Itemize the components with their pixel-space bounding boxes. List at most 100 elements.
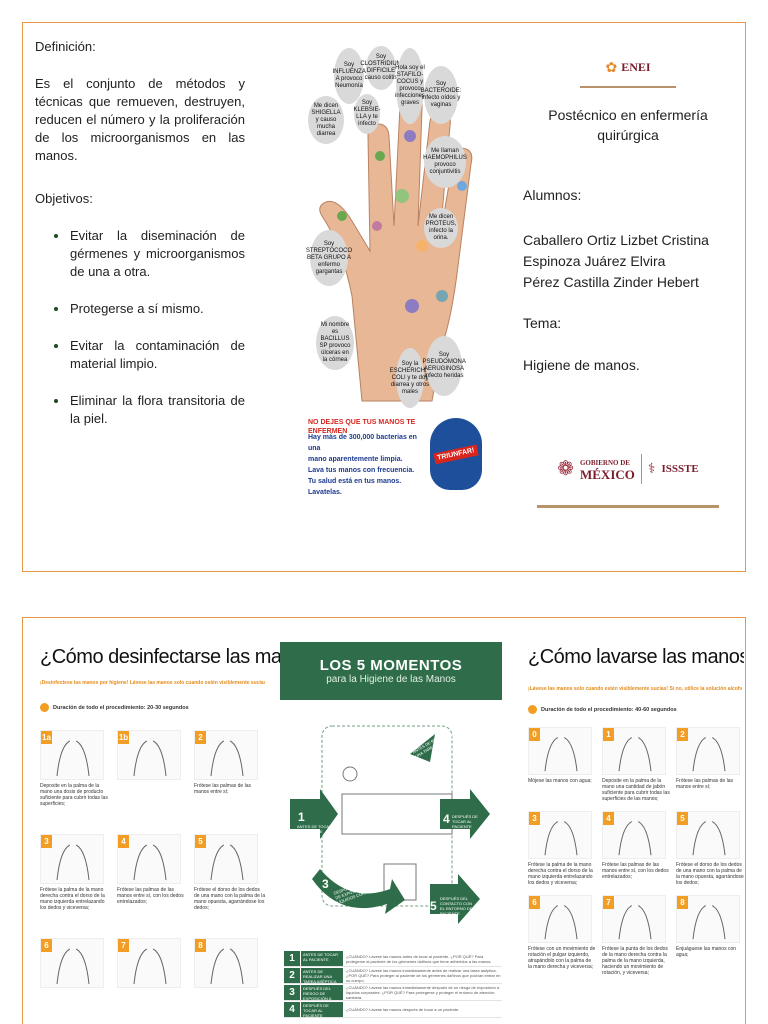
step-illustration: 0 [528,727,592,775]
hands-icon [618,905,652,940]
moment-label: ANTES DE REALIZAR UNA TAREA ASÉPTICA [301,968,343,984]
disinfect-duration-text: Duración de todo el procedimiento: 20-30… [53,704,189,711]
hands-icon [133,844,167,881]
disinfect-title-highlight: desinfectarse [108,646,221,668]
brochure-front-panel [22,22,746,572]
moment-arrow-num: 3 [322,877,329,891]
bacteria-bubble: Soy CLOSTRIDIUM DIFFICILE causo colitis [360,46,402,90]
moments-diagram [290,725,490,924]
objectives-heading: Objetivos: [35,191,93,206]
step-number: 5 [677,812,688,825]
wash-subtitle: ¡Lávese las manos solo cuando estén visi… [528,686,742,692]
hands-icon [544,905,578,940]
moments-header: LOS 5 MOMENTOS para la Higiene de las Ma… [280,642,502,700]
step-number: 4 [118,835,129,848]
step-number: 5 [195,835,206,848]
step-illustration: 2 [676,727,740,775]
badge-label: TRIUNFAR! [433,444,479,464]
bacteria-bubble: Soy BACTEROIDE: infecto oídos y vaginas [421,66,461,124]
step-number: 4 [603,812,614,825]
step-illustration: 4 [602,811,666,859]
moment-arrow-text: ANTES DE TOCAR AL PACIENTE [297,824,332,834]
moment-arrow-num: 2 [404,760,411,774]
step-caption: Frótese el dorso de los dedos de una man… [676,862,744,886]
moment-label: DESPUÉS DEL RIESGO DE EXPOSICIÓN A LÍQUI… [301,985,343,1011]
bacteria-bubble: Soy STREPTOCOCO BETA GRUPO A enfermo gar… [306,230,352,286]
wash-duration-text: Duración de todo el procedimiento: 40-60… [541,706,677,713]
issste-emblem-icon: ⚕ [647,460,656,476]
step-illustration: 6 [40,938,104,988]
hands-icon [133,948,167,985]
moment-arrow-text: DESPUÉS DE TOCAR AL PACIENTE [452,814,478,829]
moment-description: ¿CUÁNDO? Lávese las manos inmediatamente… [346,985,500,1000]
hands-icon [618,821,652,856]
moment-number: 2 [284,968,300,983]
wash-title-post: las manos? [662,646,744,668]
shield-badge: TRIUNFAR! [430,418,482,490]
step-caption: Frótese la punta de los dedos de la mano… [602,946,668,976]
hands-icon [692,821,726,856]
moment-arrow-num: 5 [430,899,437,913]
bacteria-bubble: Soy KLEBSIE-LLA y te infecto [354,94,381,134]
step-number: 8 [195,939,206,952]
moment-number: 3 [284,985,300,1000]
moment-label: ANTES DE TOCAR AL PACIENTE [301,951,343,966]
hands-icon [210,740,244,777]
hands-icon [210,948,244,985]
definition-text: Es el conjunto de métodos y técnicas que… [35,76,245,163]
definition-heading: Definición: [35,39,96,54]
disinfect-title-pre: ¿Cómo [40,646,109,668]
step-illustration: 2 [194,730,258,780]
hands-icon [133,740,167,777]
step-caption: Frótese la palma de la mano derecha cont… [528,862,593,886]
gobierno-logo: GOBIERNO DE MÉXICO [579,458,635,482]
bacteria-bubble: Me dicen SHIGELLA y causo mucha diarrea [308,96,344,144]
moment-arrow-text: DESPUÉS DEL CONTACTO CON EL ENTORNO DEL … [440,896,475,916]
objectives-list: Evitar la diseminación de gérmenes y mic… [50,227,245,447]
enei-emblem-icon: ✿ [605,58,618,75]
step-caption: Deposite en la palma de la mano una cant… [602,778,670,802]
disinfect-subtitle: ¡Desinfectese las manos por higiene! Láv… [40,680,265,686]
bacteria-bubble: Soy la ESCHERICHIA COLI y te doy diarrea… [390,348,431,408]
banner-line: mano aparentemente limpia. [308,456,403,463]
issste-logo-text: ISSSTE [661,462,699,475]
bacteria-bubble: Soy INFLUENZA A provoco Neumonía [333,48,366,104]
enei-logo: ✿ ENEI [580,48,676,88]
bacteria-hand-poster: Soy INFLUENZA A provoco Neumonía Soy CLO… [302,46,486,498]
step-caption: Frótese la palma de la mano derecha cont… [40,887,105,911]
step-caption: Mójese las manos con agua; [528,778,592,784]
step-illustration: 7 [117,938,181,988]
step-number: 6 [529,896,540,909]
step-caption: Frótese las palmas de las manos entre sí… [676,778,733,790]
step-number: 2 [195,731,206,744]
step-number: 7 [118,939,129,952]
hands-icon [618,737,652,772]
moment-arrow-num: 1 [298,810,305,824]
step-illustration: 5 [676,811,740,859]
bacteria-bubble: Me llaman HAEMOPHILUS provoco conjuntivi… [423,136,467,188]
objective-item: Evitar la contaminación de material limp… [50,337,245,373]
enei-logo-text: ENEI [621,59,651,74]
student-name: Caballero Ortiz Lizbet Cristina [523,232,709,248]
bacteria-bubble: Me dicen PROTEUS, infecto la orina. [424,208,458,248]
hands-icon [544,821,578,856]
moment-number: 1 [284,951,300,966]
wash-duration: Duración de todo el procedimiento: 40-60… [528,705,677,714]
gobierno-line2: MÉXICO [579,466,635,482]
step-illustration: 3 [40,834,104,884]
step-number: 1 [603,728,614,741]
step-illustration: 5 [194,834,258,884]
moments-title: LOS 5 MOMENTOS [319,657,463,674]
moment-description: ¿CUÁNDO? Lávese las manos inmediatamente… [346,968,501,983]
hands-icon [692,737,726,772]
step-number: 1b [118,731,129,744]
step-caption: Frótese las palmas de las manos entre sí… [602,862,669,880]
hands-icon [692,905,726,940]
step-illustration: 7 [602,895,666,943]
hands-icon [56,948,90,985]
moment-description: ¿CUÁNDO? Lávese las manos antes de tocar… [346,953,492,964]
student-name: Espinoza Juárez Elvira [523,253,666,269]
